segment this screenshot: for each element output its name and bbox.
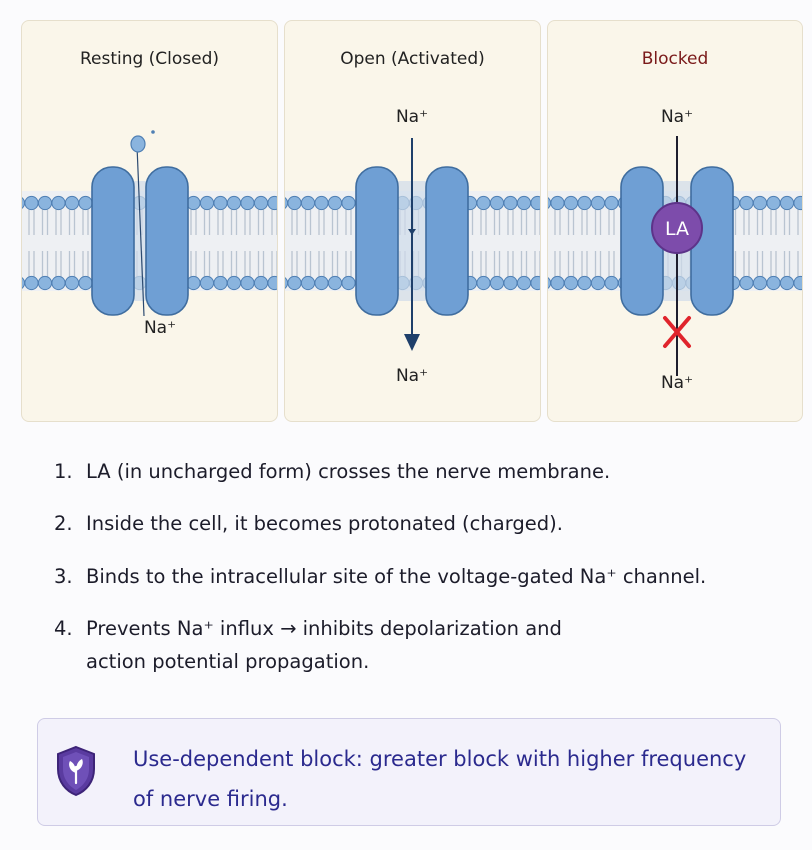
step-item: 2. Inside the cell, it becomes protonated… (54, 512, 563, 535)
blocked-panel: Blocked LA Na⁺ Na⁺ (547, 20, 803, 422)
membrane-blocked: LA (548, 136, 802, 376)
panel-title-resting: Resting (Closed) (79, 49, 220, 69)
callout-text: Use-dependent block: greater block with … (133, 747, 747, 811)
ion-path (136, 145, 145, 317)
step-number: 3. (54, 565, 73, 588)
resting-panel: Resting (Closed) Na⁺ (21, 20, 278, 422)
open-panel: Open (Activated) Na⁺ Na⁺ (284, 20, 541, 422)
panel-title-open: Open (Activated) (340, 49, 485, 69)
step-text-continuation: action potential propagation. (86, 650, 370, 673)
step-item: 1. LA (in uncharged form) crosses the ner… (54, 460, 610, 483)
step-number: 4. (54, 617, 73, 640)
gate-ball (130, 135, 146, 153)
panel-title-blocked: Blocked (641, 49, 709, 69)
sodium-ion-top-label: Na⁺ (660, 107, 694, 127)
drug-label: LA (665, 218, 689, 240)
closed-channel (91, 166, 189, 316)
step-item: 3. Binds to the intracellular site of the… (54, 565, 706, 588)
shield-leaf-icon (57, 745, 95, 797)
sodium-ion-label: Na⁺ (143, 318, 177, 338)
mid-arrow-head (408, 229, 416, 235)
step-text: Binds to the intracellular site of the v… (86, 565, 707, 588)
step-item: 4. Prevents Na⁺ influx → inhibits depolar… (54, 617, 562, 673)
step-text: LA (in uncharged form) crosses the nerve… (86, 460, 611, 483)
influx-arrow-head (404, 334, 420, 351)
step-number: 1. (54, 460, 73, 483)
step-text: Prevents Na⁺ influx → inhibits depolariz… (86, 617, 562, 640)
block-x-icon (663, 316, 691, 348)
step-text: Inside the cell, it becomes protonated (… (86, 512, 563, 535)
sodium-ion-bottom-label: Na⁺ (660, 373, 694, 393)
sodium-ion-top-label: Na⁺ (395, 107, 429, 127)
dot (151, 130, 155, 134)
sodium-ion-bottom-label: Na⁺ (395, 366, 429, 386)
membrane-resting (22, 130, 277, 317)
step-number: 2. (54, 512, 73, 535)
use-dependent-callout: Use-dependent block: greater block with … (37, 718, 781, 826)
membrane-open (285, 138, 540, 351)
local-anesthetic-molecule (651, 202, 703, 254)
